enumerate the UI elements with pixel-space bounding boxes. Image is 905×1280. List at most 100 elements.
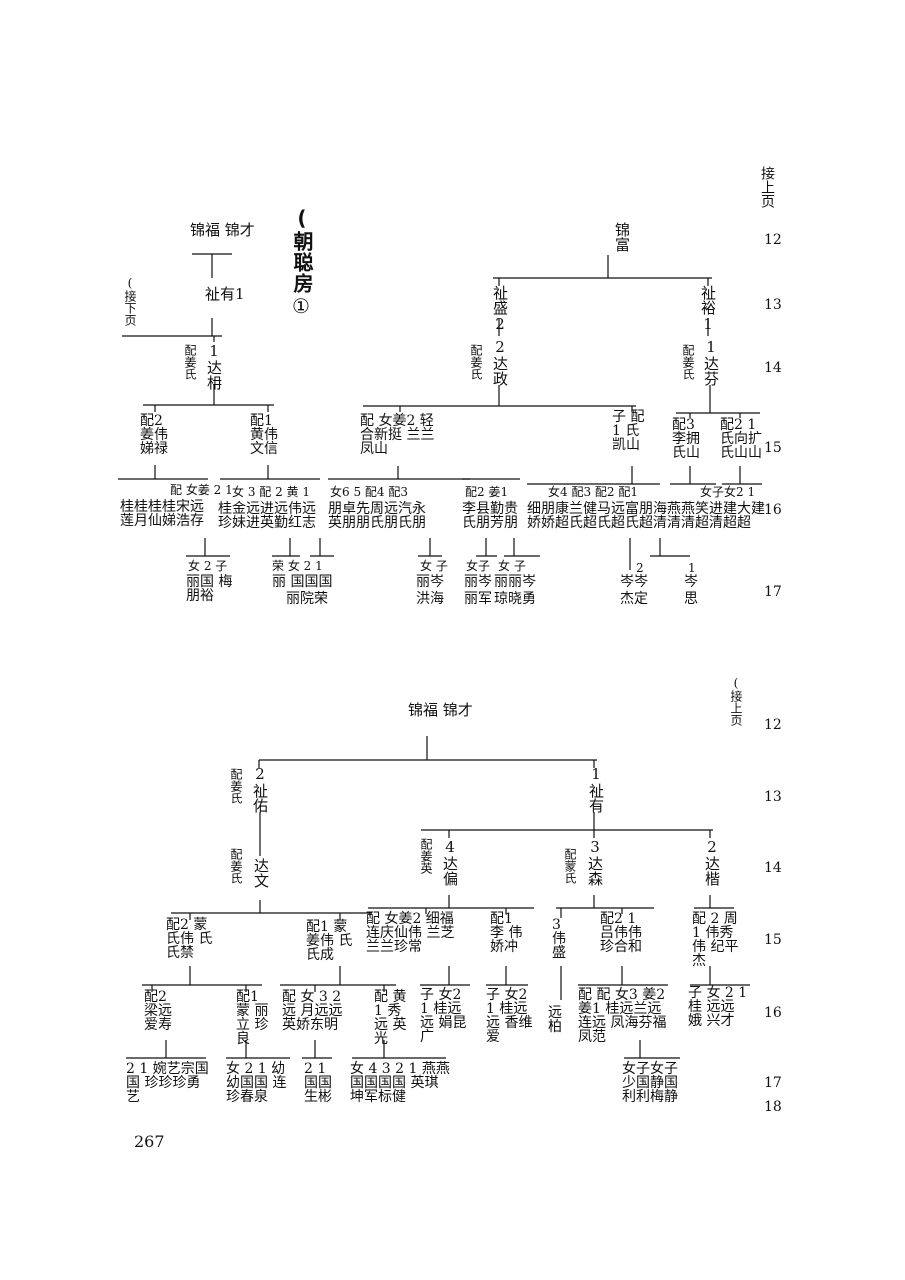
person-g17: 2 1 国国 生彬: [304, 1061, 332, 1105]
g17-header: 女 2 子: [188, 559, 228, 573]
person-g15: 配3 李拥 氏山: [672, 417, 700, 461]
g16-names: 桂桂桂桂宋远 莲月仙娣浩存: [120, 499, 204, 529]
g16-names: 桂金远进远伟远 珍妹进英勤红志: [218, 501, 316, 531]
gen-15: 15: [764, 932, 782, 948]
g17-header: 荣 女 2 1: [272, 559, 323, 573]
g17-names: 思: [684, 591, 698, 607]
person-g12: 锦福 锦才: [190, 221, 255, 239]
g17-names: 丽军: [464, 591, 492, 607]
gen-15: 15: [764, 440, 782, 456]
person-g12: 锦富: [613, 222, 631, 252]
gen-13: 13: [764, 789, 782, 805]
g17-names: 丽岑: [464, 574, 492, 590]
g17-names: 丽丽岑: [494, 574, 536, 590]
person-g14: 1达枏: [205, 342, 223, 390]
g16-header: 女4 配3 配2 配1: [548, 485, 638, 499]
g17-names: 琼晓勇: [494, 591, 536, 607]
spouse-label: 配姜氏: [229, 848, 243, 884]
person-g16: 子 女2 1 桂远远 香维爱: [486, 987, 533, 1045]
person-g13: 祉有1: [205, 285, 245, 303]
g17-header: 女子: [466, 559, 491, 573]
g17-names: 岑岑: [620, 574, 648, 590]
gen-14: 14: [764, 360, 782, 376]
person-g15: 配1 李 伟 娇冲: [490, 911, 523, 955]
g16-header: 女 3 配 2 黄 1: [232, 485, 310, 499]
person-g13: 1祉有: [587, 765, 605, 813]
g17-header: 2: [636, 561, 644, 575]
g16-names: 李县勤贵 氏朋芳朋: [462, 501, 518, 531]
gen-17: 17: [764, 584, 782, 600]
gen-12: 12: [764, 232, 782, 248]
person-g15: 3 伟 盛: [552, 917, 566, 961]
g17-names: 丽 国国国: [272, 574, 333, 590]
person-g15: 配 女姜2 轻合新挺 兰兰凤山: [360, 413, 435, 457]
person-g13: 祉裕1: [699, 285, 717, 333]
g17-names: 杰定: [620, 591, 648, 607]
person-g14: 3达森: [586, 838, 604, 886]
spouse-label: 配姜英: [419, 838, 433, 874]
person-g14: 4达偏: [441, 838, 459, 886]
person-g14: 2达政: [491, 338, 509, 386]
person-g17: 女 4 3 2 1 燕燕国国国国 英琪坤军标健: [350, 1061, 450, 1105]
person-g15: 配 2 周1 伟秀伟 纪平杰: [692, 911, 739, 969]
person-g15: 配2 姜伟 娣禄: [140, 413, 168, 457]
continue-next-note: (接下页: [123, 276, 137, 326]
spouse-label: 配蒙氏: [563, 848, 577, 884]
person-g16: 配 女 3 2 远 月远远 英娇东明: [282, 989, 343, 1033]
spouse-label: 配姜氏: [681, 344, 695, 380]
person-g14: 2达楷: [703, 838, 721, 886]
g16-header: 女子女2 1: [700, 485, 756, 499]
gen-12: 12: [764, 717, 782, 733]
continue-prev-note: (接上页: [729, 676, 743, 726]
g16-names: 朋卓先周远汽永 英朋朋氏朋氏朋: [328, 501, 426, 531]
continue-prev-note: 接上页: [759, 166, 775, 208]
g17-names: 丽国 梅朋裕: [186, 574, 233, 604]
branch-title-index: ①: [292, 294, 310, 318]
person-g17: 2 1 婉艺宗国国 珍珍珍勇艺: [126, 1061, 209, 1105]
g16-header: 配2 姜1: [465, 485, 509, 499]
gen-13: 13: [764, 297, 782, 313]
person-g16: 配 黄1 秀远 英光: [374, 989, 407, 1047]
g17-names: 丽岑: [416, 574, 444, 590]
gen-14: 14: [764, 860, 782, 876]
g17-names: 丽院荣: [286, 591, 328, 607]
gen-18: 18: [764, 1099, 782, 1115]
spouse-label: 配姜氏: [229, 768, 243, 804]
gen-17: 17: [764, 1075, 782, 1091]
person-g13: 祉盛2: [491, 285, 509, 333]
person-g16: 远 柏: [548, 1005, 562, 1035]
g17-header: 女 子: [420, 559, 448, 573]
person-g17: 女子女子 少国静国 利利梅静: [622, 1061, 678, 1105]
person-g14: 1达芬: [702, 338, 720, 386]
gen-16: 16: [764, 502, 782, 518]
person-g16: 配1 蒙 丽立 珍良: [236, 989, 269, 1047]
spouse-label: 配姜氏: [469, 344, 483, 380]
person-g13: 2祉佑: [251, 765, 269, 813]
person-g16: 配 配 女3 姜2 姜1 桂远兰远连远 凤海芬福凤范: [578, 987, 667, 1045]
person-g16: 子 女2 1 桂远远 娟昆广: [420, 987, 467, 1045]
spouse-label: 配姜氏: [183, 344, 197, 380]
gen-16: 16: [764, 1005, 782, 1021]
g17-names: 岑: [684, 574, 698, 590]
person-g17: 女 2 1 幼幼国国 连珍春泉: [226, 1061, 287, 1105]
branch-title: (朝聪房: [290, 206, 314, 294]
person-g15: 配1 蒙姜伟 氏氏成: [306, 919, 353, 963]
g16-names: 细朋康兰健马远富朋海燕燕笑进建大建 娇娇超氏超氏超氏超清清清超清超超: [527, 501, 765, 531]
person-g16: 配2 梁远 爱寿: [144, 989, 172, 1033]
person-g14: 达文: [252, 858, 270, 888]
g16-header: 女6 5 配4 配3: [330, 485, 408, 499]
page-number: 267: [134, 1132, 165, 1151]
person-g15: 配2 1 吕伟伟 珍合和: [600, 911, 642, 955]
g16-header: 配 女姜 2 1: [170, 483, 233, 497]
person-g16: 子 女 2 1 桂 远远 娥 兴才: [688, 985, 748, 1029]
g17-header: 1: [688, 561, 696, 575]
g17-names: 洪海: [416, 591, 444, 607]
person-g12: 锦福 锦才: [408, 701, 473, 719]
person-g15: 子 配 1 氏凯山: [612, 409, 645, 453]
g17-header: 女 子: [498, 559, 526, 573]
person-g15: 配2 蒙氏伟 氏氏禁: [166, 917, 213, 961]
person-g15: 配 女姜2 细福连庆仙伟 兰芝兰兰珍常: [366, 911, 455, 955]
person-g15: 配2 1 氏向扩 氏山山: [720, 417, 762, 461]
person-g15: 配1 黄伟 文信: [250, 413, 278, 457]
